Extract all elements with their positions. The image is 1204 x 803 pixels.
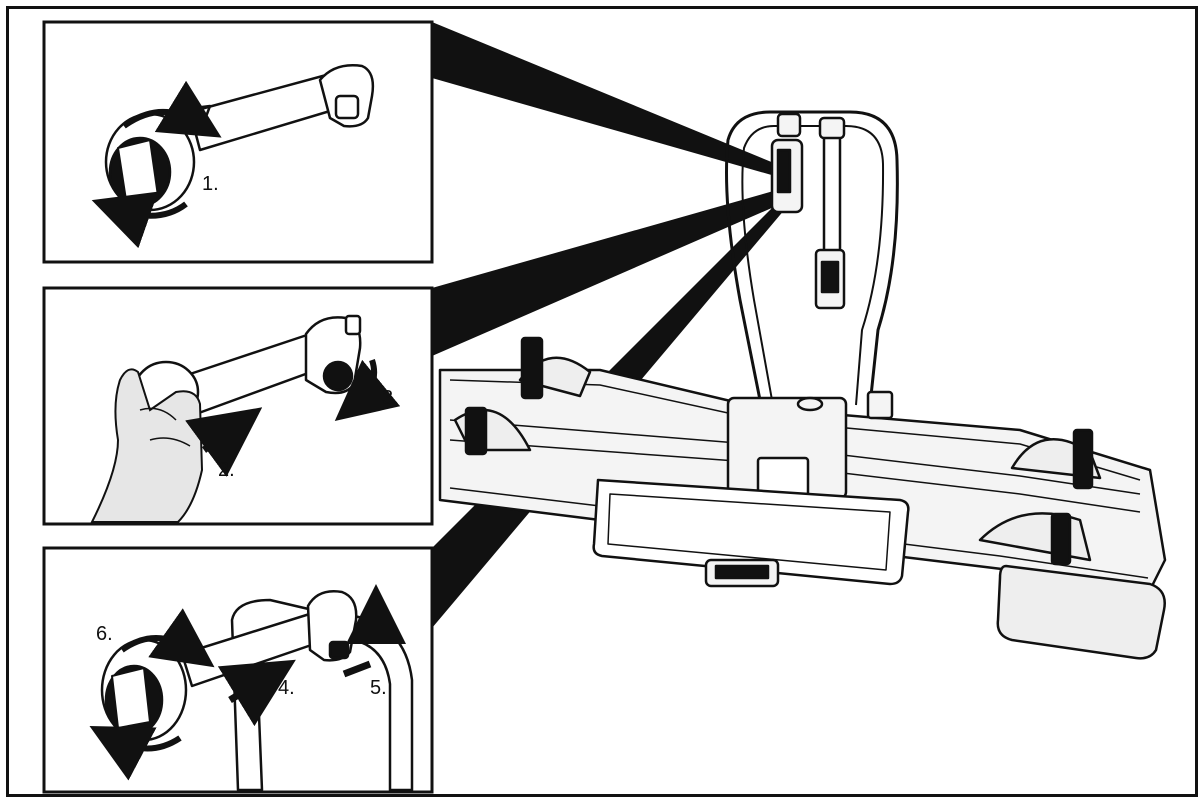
callout-wedge-1	[432, 22, 786, 178]
rack-post-clamp-top	[818, 116, 846, 140]
rack-upright-frame	[725, 110, 899, 406]
rotate-arrow-3	[334, 359, 401, 422]
step-label-5: 5.	[370, 677, 387, 699]
diagram-frame	[6, 6, 1198, 797]
step-panel-3: 6. 4. 5.	[42, 546, 434, 794]
push-arrow-2	[185, 407, 263, 477]
rotate-arrow-1-top	[122, 80, 222, 138]
push-arrow-5	[342, 660, 372, 678]
step-label-6: 6.	[96, 623, 113, 645]
step-panel-2: 2. 3.	[42, 286, 434, 526]
license-plate-holder	[592, 478, 910, 586]
rack-upright-frame-inner	[741, 125, 885, 406]
arm-illustration-1	[104, 64, 375, 212]
step-panel-1: 1.	[42, 20, 434, 264]
bike-rack	[438, 110, 1167, 660]
arm-illustration-3	[100, 590, 414, 792]
step-label-1: 1.	[202, 173, 219, 195]
callout-wedge-2	[432, 188, 790, 356]
rotate-arrow-6-top	[120, 608, 215, 668]
step-label-3: 3.	[382, 387, 399, 409]
rack-tail-light	[996, 564, 1166, 660]
step-label-2: 2.	[218, 459, 235, 481]
push-arrow-4	[217, 659, 296, 727]
rotate-arrow-1-bottom	[91, 191, 188, 249]
step-label-4: 4.	[278, 677, 295, 699]
rotate-arrow-6-bottom	[89, 725, 182, 781]
